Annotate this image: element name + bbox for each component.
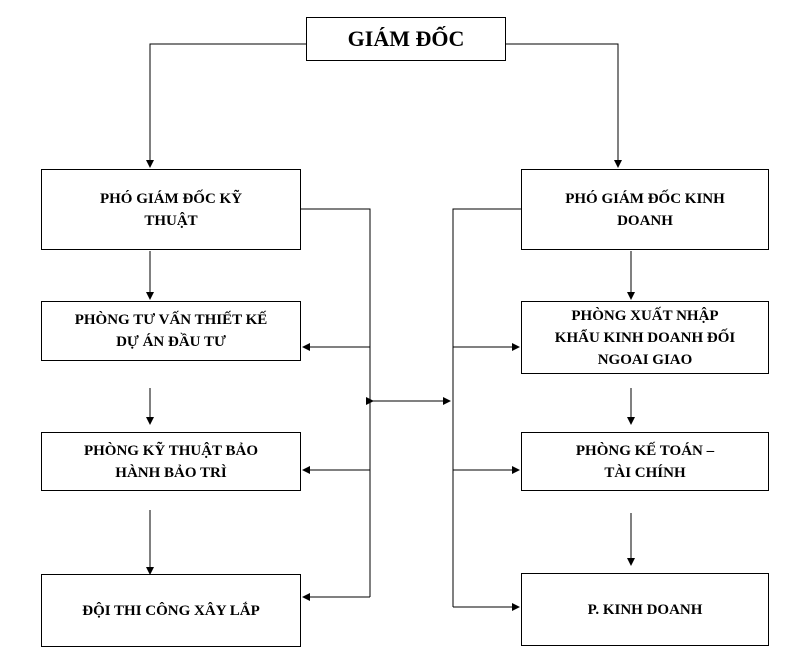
accounting-label-line1: PHÒNG KẾ TOÁN – bbox=[575, 442, 715, 459]
deputy-technical-label-line2: THUẬT bbox=[144, 212, 198, 229]
line-deputy-technical-bracket bbox=[301, 208, 371, 597]
design-consulting-label-line2: DỰ ÁN ĐẦU TƯ bbox=[116, 334, 226, 350]
director-label: GIÁM ĐỐC bbox=[347, 26, 465, 51]
deputy-technical-label-line1: PHÓ GIÁM ĐỐC KỸ bbox=[99, 190, 243, 207]
import-export-label-line1: PHÒNG XUẤT NHẬP bbox=[571, 307, 719, 324]
construction-team-label: ĐỘI THI CÔNG XÂY LẮP bbox=[82, 602, 260, 619]
business-dept-box: P. KINH DOANH bbox=[521, 573, 769, 646]
design-consulting-label-line1: PHÒNG TƯ VẤN THIẾT KẾ bbox=[74, 312, 268, 328]
construction-team-box: ĐỘI THI CÔNG XÂY LẮP bbox=[41, 574, 301, 647]
import-export-dept-box: PHÒNG XUẤT NHẬP KHẨU KINH DOANH ĐỐI NGOA… bbox=[521, 301, 769, 374]
line-director-to-deputy-business bbox=[506, 43, 622, 168]
accounting-dept-box: PHÒNG KẾ TOÁN – TÀI CHÍNH bbox=[521, 432, 769, 491]
director-box: GIÁM ĐỐC bbox=[306, 17, 506, 61]
deputy-business-label-line2: DOANH bbox=[617, 212, 673, 229]
deputy-technical-box: PHÓ GIÁM ĐỐC KỸ THUẬT bbox=[41, 169, 301, 250]
line-deputy-business-bracket bbox=[452, 208, 521, 607]
tech-warranty-label-line1: PHÒNG KỸ THUẬT BẢO bbox=[83, 442, 259, 459]
business-dept-label: P. KINH DOANH bbox=[587, 601, 703, 618]
import-export-label-line3: NGOAI GIAO bbox=[597, 351, 693, 368]
line-director-to-deputy-technical bbox=[146, 43, 306, 168]
design-consulting-dept-box: PHÒNG TƯ VẤN THIẾT KẾ DỰ ÁN ĐẦU TƯ bbox=[41, 301, 301, 361]
tech-warranty-dept-box: PHÒNG KỸ THUẬT BẢO HÀNH BẢO TRÌ bbox=[41, 432, 301, 491]
deputy-business-label-line1: PHÓ GIÁM ĐỐC KINH bbox=[565, 190, 725, 207]
accounting-label-line2: TÀI CHÍNH bbox=[604, 464, 686, 481]
deputy-business-box: PHÓ GIÁM ĐỐC KINH DOANH bbox=[521, 169, 769, 250]
import-export-label-line2: KHẨU KINH DOANH ĐỐI bbox=[554, 329, 736, 346]
tech-warranty-label-line2: HÀNH BẢO TRÌ bbox=[115, 464, 227, 481]
